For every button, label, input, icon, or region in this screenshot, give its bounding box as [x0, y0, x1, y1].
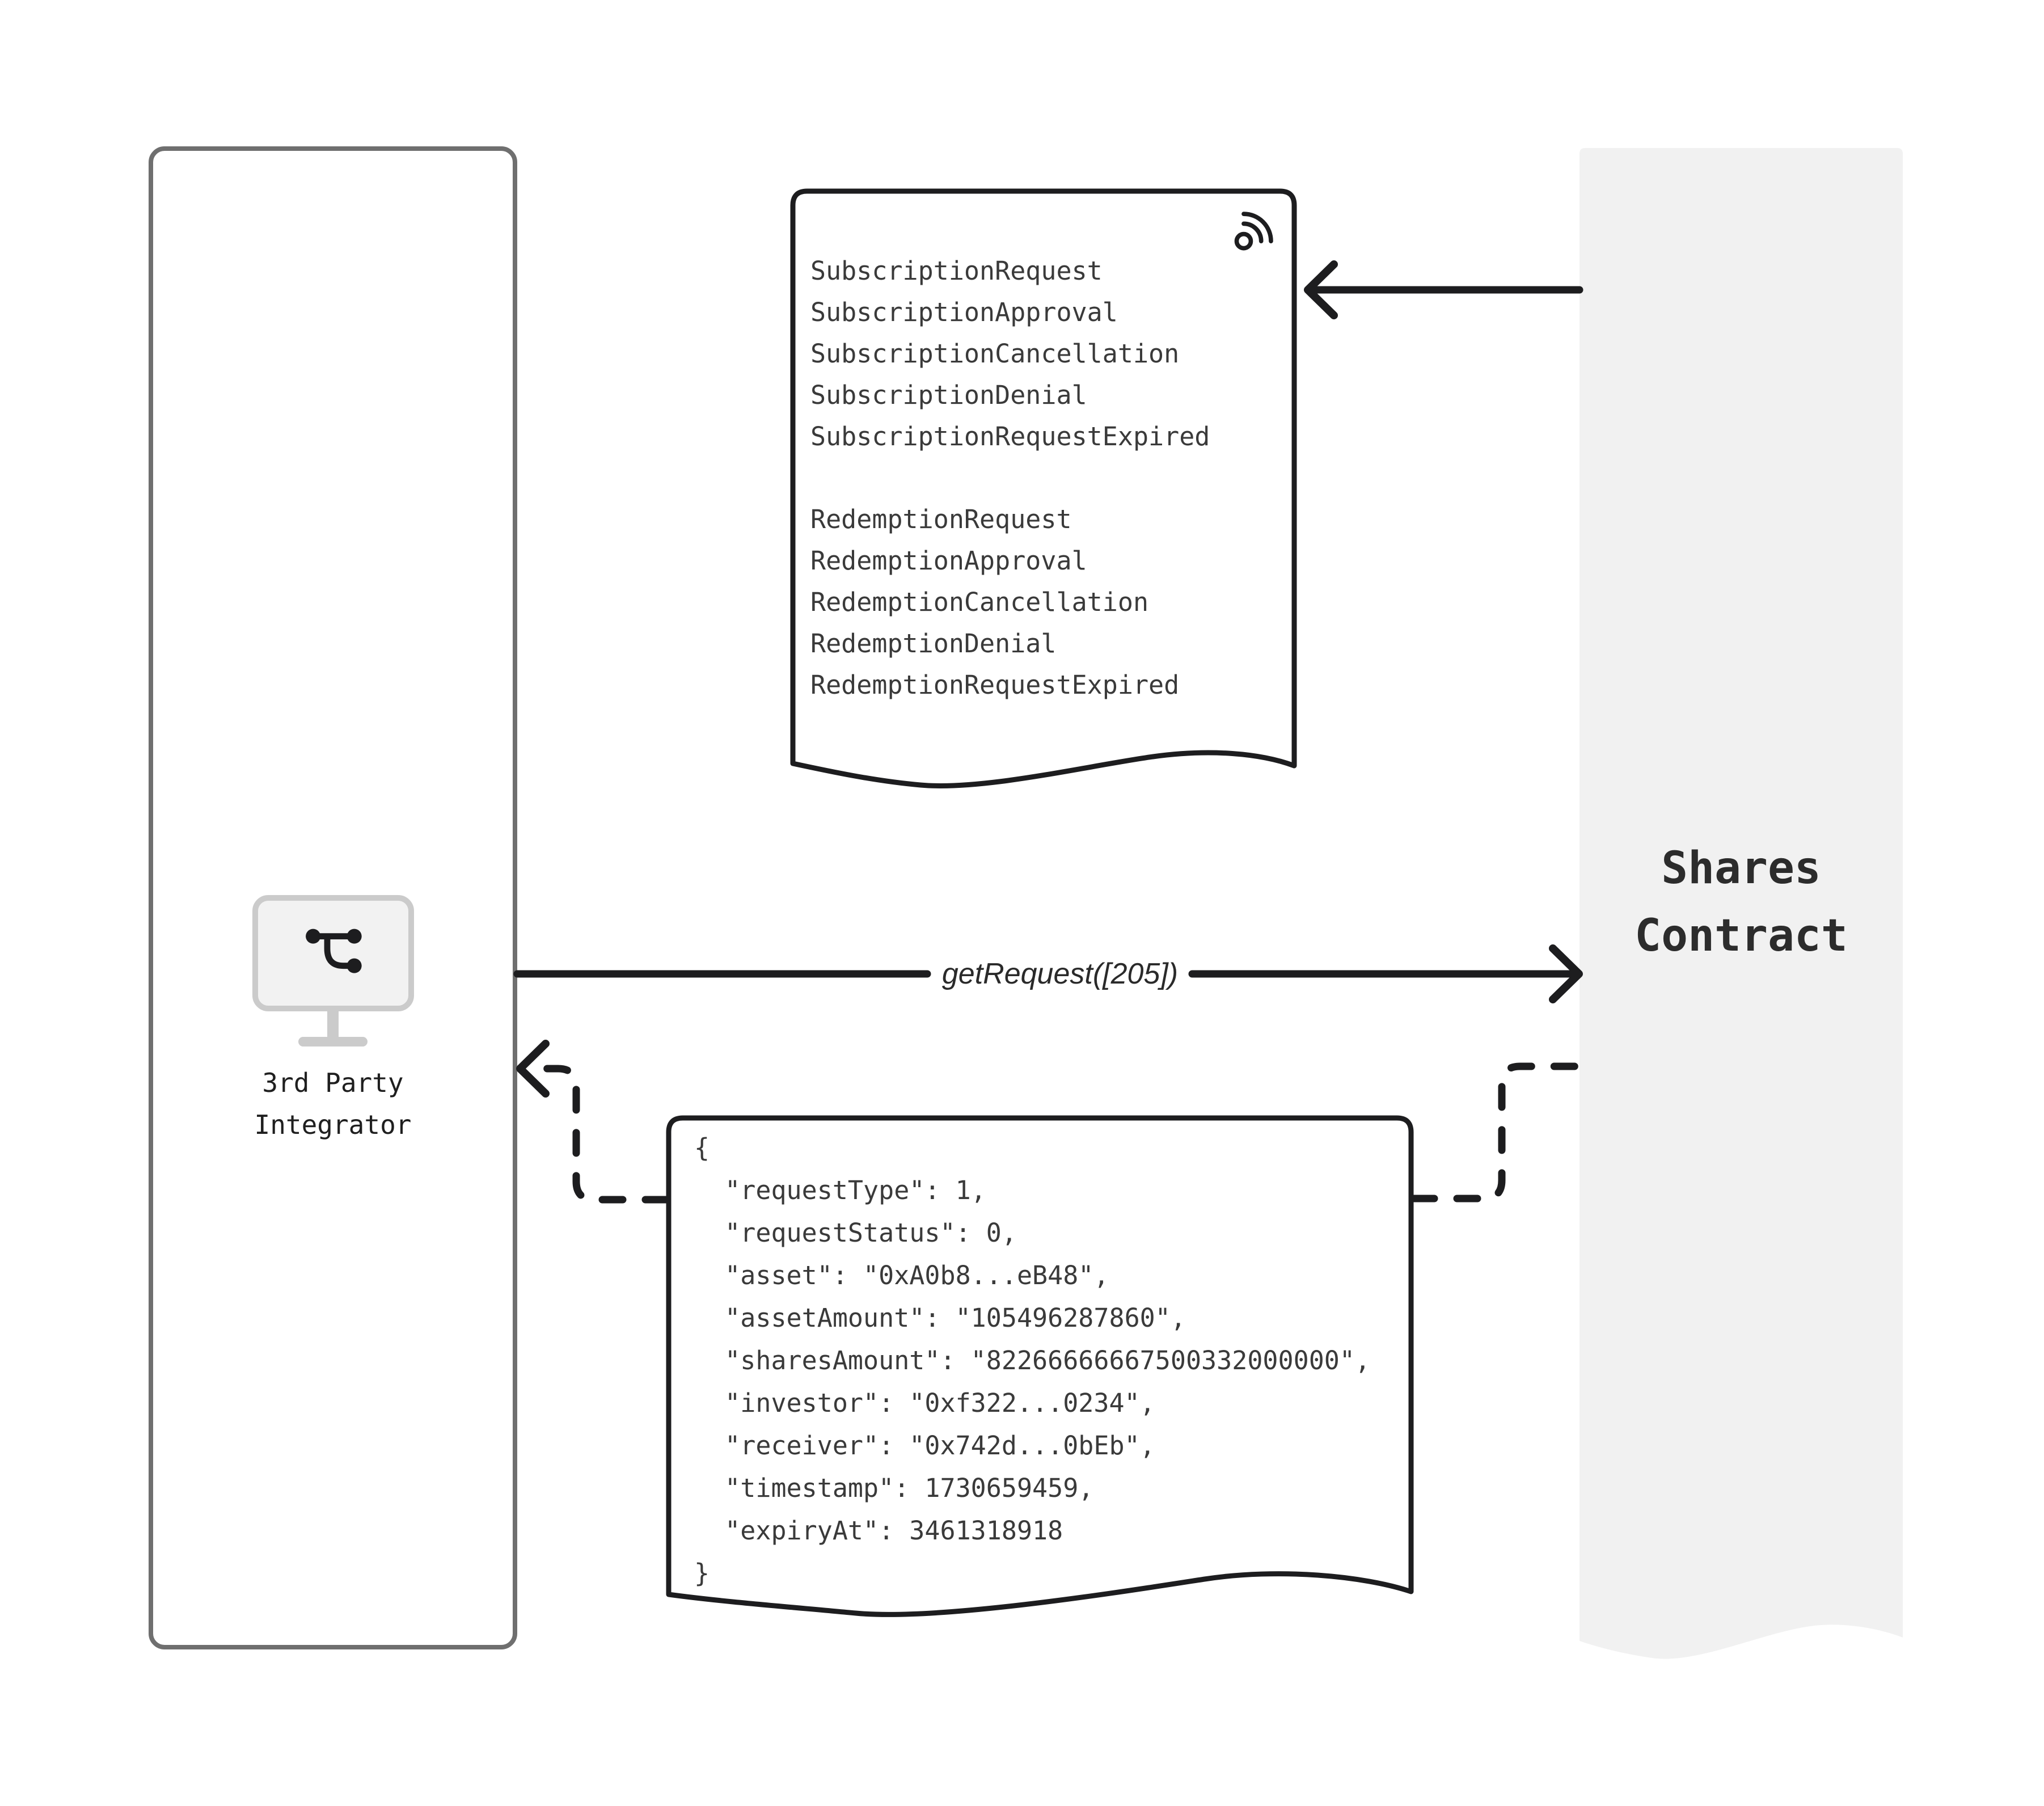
event-name: SubscriptionApproval	[810, 297, 1118, 327]
broadcast-icon	[1234, 212, 1273, 251]
event-name: SubscriptionRequestExpired	[810, 421, 1210, 452]
response-dashed-arrow-left	[516, 1040, 670, 1204]
integrator-box: 3rd Party Integrator	[149, 146, 517, 1649]
event-name: RedemptionCancellation	[810, 587, 1149, 617]
shares-contract-title-line2: Contract	[1635, 910, 1848, 961]
shares-panel-shape	[1580, 148, 1903, 1659]
json-line: "receiver": "0x742d...0bEb",	[694, 1431, 1155, 1461]
json-line: "expiryAt": 3461318918	[694, 1516, 1063, 1546]
shares-contract-panel: Shares Contract	[1580, 148, 1903, 1680]
json-line: "sharesAmount": "82266666667500332000000…	[694, 1345, 1371, 1375]
event-name: RedemptionRequestExpired	[810, 670, 1180, 700]
events-arrow	[1304, 260, 1583, 319]
monitor-icon	[252, 895, 414, 1011]
json-line: "requestType": 1,	[694, 1175, 986, 1205]
response-dashed-connector-right	[1410, 1062, 1583, 1202]
events-scroll-shape	[790, 188, 1297, 788]
git-branch-icon	[306, 929, 362, 973]
response-scroll-shape	[666, 1115, 1414, 1617]
json-line: {	[694, 1133, 710, 1163]
monitor-stand-neck	[327, 1011, 339, 1040]
shares-contract-title: Shares Contract	[1580, 835, 1903, 970]
json-line: "investor": "0xf322...0234",	[694, 1388, 1155, 1418]
json-line: "asset": "0xA0b8...eB48",	[694, 1260, 1109, 1290]
event-name: RedemptionRequest	[810, 504, 1072, 534]
event-name: SubscriptionRequest	[810, 256, 1103, 286]
event-name: SubscriptionDenial	[810, 380, 1087, 410]
response-json-scroll: { "requestType": 1, "requestStatus": 0, …	[666, 1115, 1414, 1660]
response-json-body: { "requestType": 1, "requestStatus": 0, …	[694, 1126, 1370, 1594]
event-name: SubscriptionCancellation	[810, 339, 1180, 369]
json-line: }	[694, 1558, 710, 1588]
get-request-label: getRequest([205])	[941, 957, 1179, 990]
json-line: "assetAmount": "105496287860",	[694, 1303, 1186, 1333]
integrator-label: 3rd Party Integrator	[153, 1062, 513, 1146]
event-name: RedemptionApproval	[810, 546, 1087, 576]
monitor-stand-base	[298, 1037, 368, 1047]
integrator-label-line2: Integrator	[254, 1109, 412, 1140]
json-line: "requestStatus": 0,	[694, 1218, 1017, 1248]
event-name	[810, 457, 1210, 499]
event-name: RedemptionDenial	[810, 628, 1057, 659]
shares-contract-title-line1: Shares	[1661, 843, 1821, 894]
integrator-label-line1: 3rd Party	[262, 1067, 404, 1098]
json-line: "timestamp": 1730659459,	[694, 1473, 1094, 1503]
